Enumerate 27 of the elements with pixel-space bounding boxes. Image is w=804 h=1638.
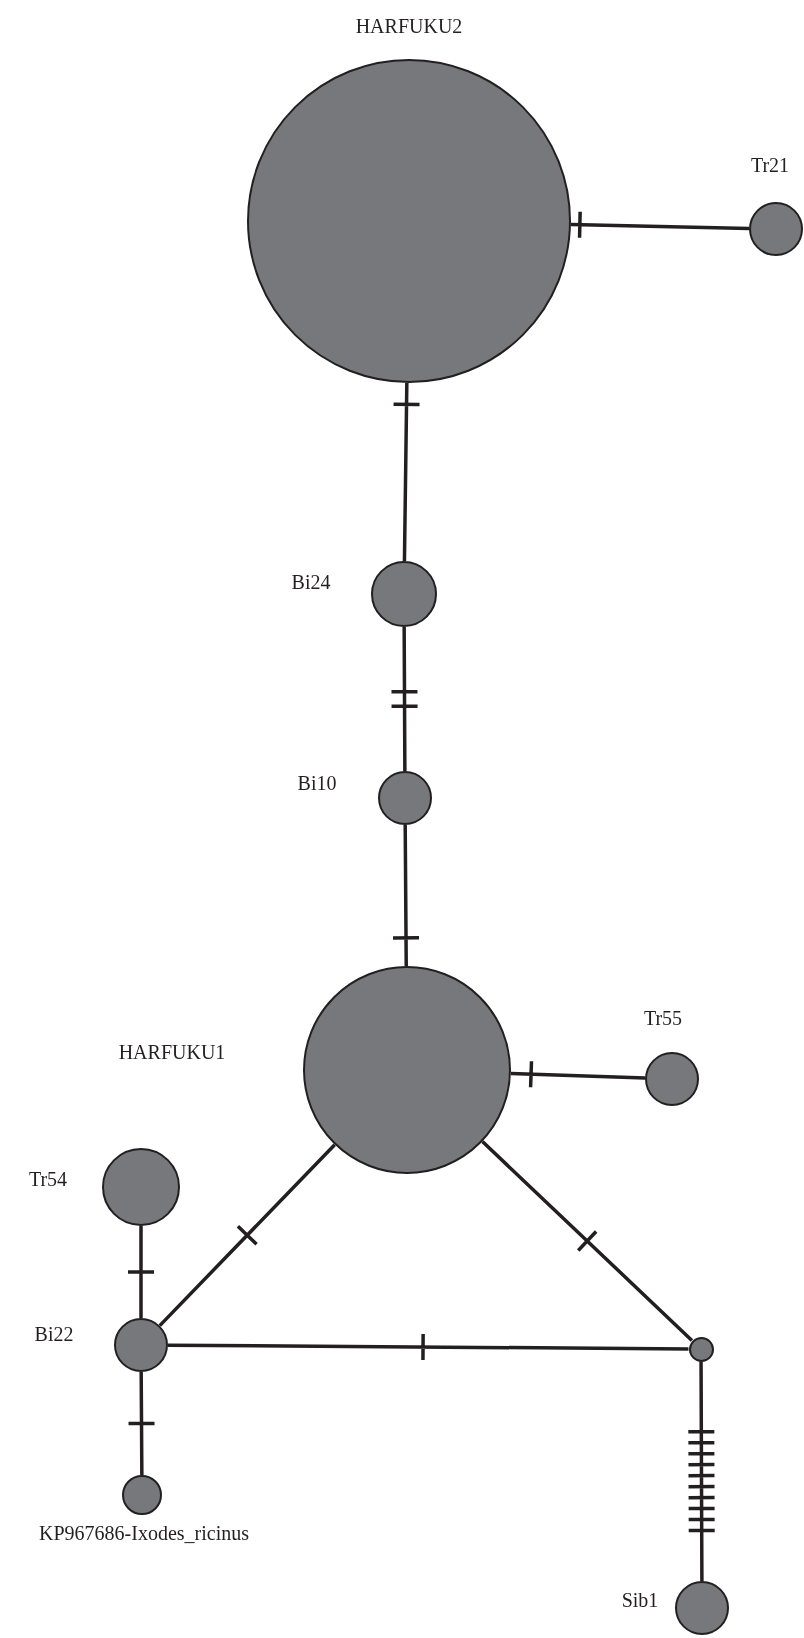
edge-line [126,1370,157,1477]
haplotype-label: KP967686-Ixodes_ricinus [39,1522,249,1544]
haplotype-circle [114,1318,168,1372]
haplotype-label: HARFUKU1 [118,1041,226,1063]
haplotype-label: Tr54 [28,1168,68,1190]
haplotype-label: Bi22 [34,1323,74,1345]
haplotype-circle [378,771,432,825]
edge-line [509,1059,647,1089]
edge-line [686,1359,717,1583]
haplotype-label: Sib1 [621,1589,659,1611]
haplotype-circle [688,1336,714,1362]
edge-line [480,1139,694,1343]
edge-line [391,823,421,968]
haplotype-label: Tr21 [750,154,790,176]
haplotype-circle [749,202,803,256]
edge-line [391,381,422,563]
haplotype-label: Bi10 [297,772,337,794]
edge-line [158,1143,337,1328]
edge-line [569,210,751,240]
haplotype-label: HARFUKU2 [355,15,463,37]
edge-line [126,1224,156,1320]
edge-line [389,625,420,773]
haplotype-circle [122,1475,162,1515]
haplotype-label: Bi24 [291,571,331,593]
haplotype-circle [645,1052,699,1106]
haplotype-label: Tr55 [643,1007,683,1029]
haplotype-circle [675,1581,729,1635]
